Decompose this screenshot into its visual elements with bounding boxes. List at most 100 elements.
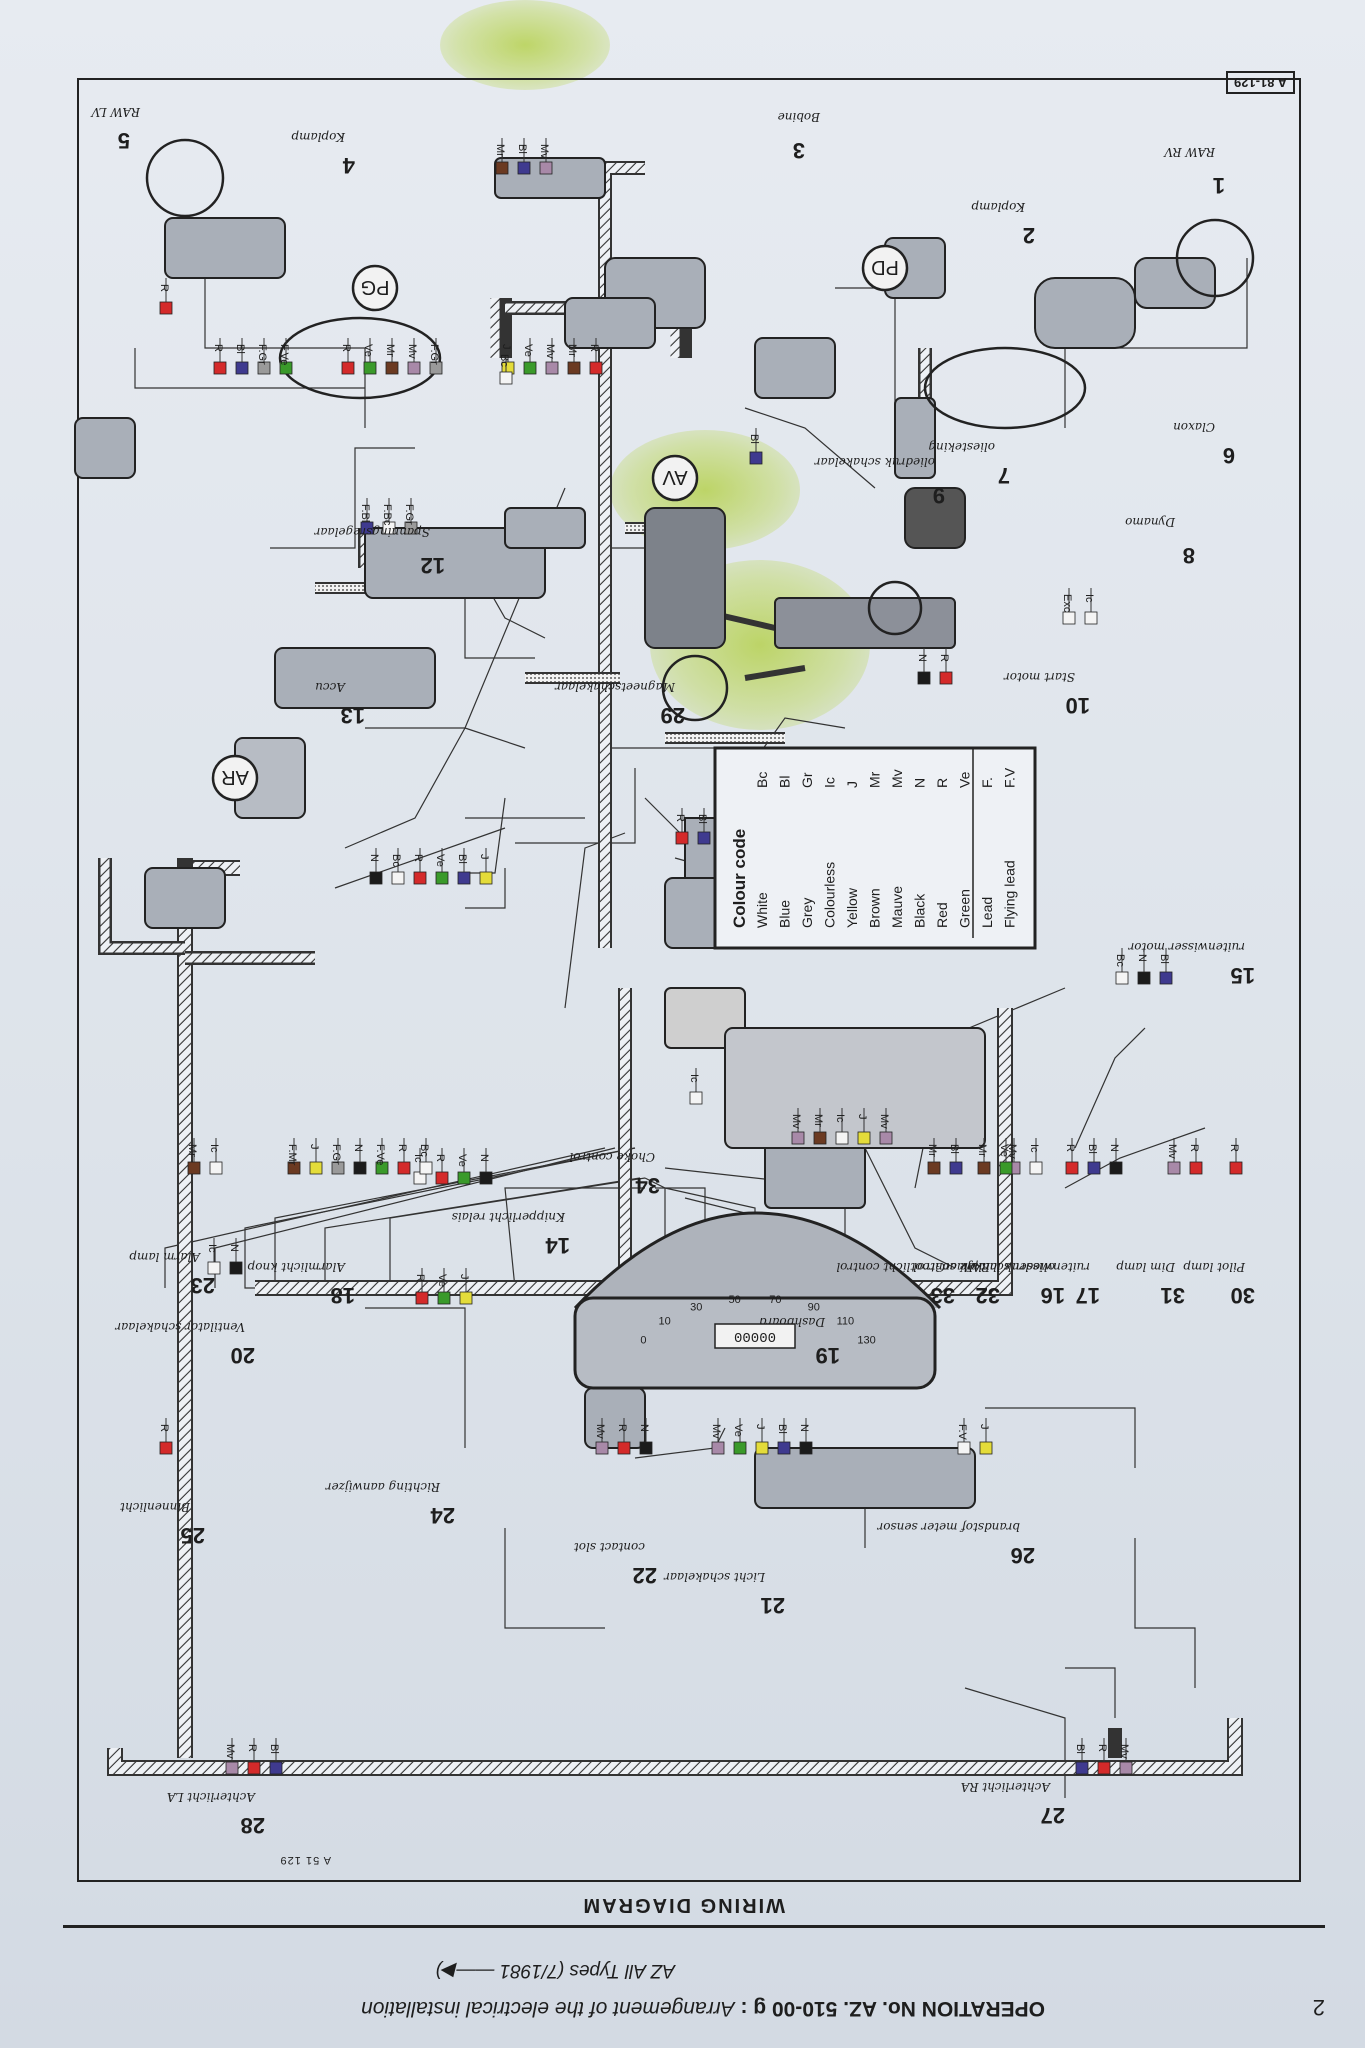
wire-colour-tag xyxy=(879,1131,893,1145)
speedometer-tick-label: 130 xyxy=(857,1335,875,1347)
wire-label: Bl xyxy=(1086,1144,1098,1154)
wire-label: Bc xyxy=(1114,954,1126,967)
wire-colour-tag xyxy=(857,1131,871,1145)
component-label-23: Alarm lamp xyxy=(129,1250,201,1264)
harness-code-pg: PG xyxy=(361,276,390,298)
wire-label: Ve xyxy=(998,1144,1010,1157)
wire-label: Mv xyxy=(878,1114,890,1129)
wire-label: F.Mr xyxy=(286,1144,298,1166)
colour-code-abbrev: Ic xyxy=(822,777,838,788)
component-label-32: RAW control xyxy=(913,1260,991,1274)
wire-colour-tag xyxy=(363,361,377,375)
component-label-26: brandstof meter sensor xyxy=(876,1520,1020,1534)
wire-label: N xyxy=(368,854,380,862)
wire-label: N xyxy=(916,654,928,662)
wire-colour-tag xyxy=(159,1441,173,1455)
component-number-24: 24 xyxy=(430,1503,455,1528)
wire-label: N xyxy=(798,1424,810,1432)
wire-colour-tag xyxy=(159,301,173,315)
wire-label: Mv xyxy=(224,1744,236,1759)
wire-label: Ic xyxy=(412,1154,424,1163)
colour-code-name: Grey xyxy=(799,898,815,928)
wire-label: Bl xyxy=(696,814,708,824)
component-number-21: 21 xyxy=(761,1593,785,1618)
wire-label: J xyxy=(978,1424,990,1430)
component-number-14: 14 xyxy=(545,1233,570,1258)
wire-label: N xyxy=(228,1244,240,1252)
wire-label: N xyxy=(1136,954,1148,962)
wire-label: Mv xyxy=(594,1424,606,1439)
wire-label: J xyxy=(308,1144,320,1150)
colour-code-name: Black xyxy=(912,893,928,928)
wire-label: Ve xyxy=(522,344,534,357)
component-number-28: 28 xyxy=(241,1813,265,1838)
wire-label: J xyxy=(458,1274,470,1280)
harness-code-circle-av xyxy=(651,454,699,502)
wire-label: Ic xyxy=(688,1074,700,1083)
wire-colour-tag xyxy=(1029,1161,1043,1175)
speedometer-tick-label: 10 xyxy=(659,1316,671,1328)
wire-label: Ve xyxy=(732,1424,744,1437)
wire-colour-tag xyxy=(949,1161,963,1175)
component-number-13: 13 xyxy=(341,703,365,728)
wire-colour-tag xyxy=(341,361,355,375)
wire-colour-tag xyxy=(1119,1761,1133,1775)
component-number-20: 20 xyxy=(231,1343,255,1368)
wire-colour-tag xyxy=(1097,1761,1111,1775)
colour-code-abbrev: J xyxy=(844,781,860,788)
wire-colour-tag xyxy=(589,361,603,375)
wire-label: Mr xyxy=(566,344,578,357)
wire-label: F.Ve xyxy=(374,1144,386,1165)
wire-colour-tag xyxy=(917,671,931,685)
component-label-20: Ventilator schakelaar xyxy=(114,1320,245,1334)
wire-label: R xyxy=(212,344,224,352)
wire-colour-tag xyxy=(675,831,689,845)
wire-colour-tag xyxy=(213,361,227,375)
wire-label: Ic xyxy=(834,1114,846,1123)
component-number-30: 30 xyxy=(1231,1283,1255,1308)
wire-colour-tag xyxy=(977,1161,991,1175)
component-label-9: oliedruk schakelaar xyxy=(813,455,935,469)
wire-label: R xyxy=(674,814,686,822)
wire-colour-tag xyxy=(407,361,421,375)
wire-label: J xyxy=(856,1114,868,1120)
colour-code-name: Lead xyxy=(979,897,995,928)
odometer-digits: 00000 xyxy=(734,1331,776,1347)
component-number-8: 8 xyxy=(1183,543,1195,568)
colour-code-name: Red xyxy=(934,902,950,928)
harness-code-ar: AR xyxy=(221,766,249,788)
wire-colour-tag xyxy=(539,161,553,175)
wire-colour-tag xyxy=(229,1261,243,1275)
wire-colour-tag xyxy=(979,1441,993,1455)
component-number-32: 32 xyxy=(976,1283,1000,1308)
wire-colour-tag xyxy=(187,1161,201,1175)
wire-colour-tag xyxy=(459,1291,473,1305)
component-label-24: Richting aanwijzer xyxy=(325,1480,441,1494)
wire-label: Mv xyxy=(790,1114,802,1129)
component-label-25: Binnenlicht xyxy=(120,1500,191,1514)
wire-colour-tag xyxy=(499,371,513,385)
wire-colour-tag xyxy=(1159,971,1173,985)
wire-label: N xyxy=(352,1144,364,1152)
wire-colour-tag xyxy=(689,1091,703,1105)
odometer-box xyxy=(714,1323,796,1349)
wire-label: Bl xyxy=(268,1744,280,1754)
colour-code-name: Blue xyxy=(777,900,793,928)
wire-colour-tag xyxy=(479,1171,493,1185)
wire-colour-tag xyxy=(397,1161,411,1175)
wire-label: Ic xyxy=(1083,594,1095,603)
component-number-26: 26 xyxy=(1011,1543,1035,1568)
wire-label: Mr xyxy=(186,1144,198,1157)
wire-colour-tag xyxy=(369,871,383,885)
component-number-1: 1 xyxy=(1213,173,1225,198)
colour-code-abbrev: Mv xyxy=(889,769,905,788)
wire-colour-tag xyxy=(927,1161,941,1175)
wire-colour-tag xyxy=(1115,971,1129,985)
wire-label: Mr xyxy=(976,1144,988,1157)
wire-label: R xyxy=(588,344,600,352)
wire-label: R xyxy=(434,1154,446,1162)
component-label-18: Alarmlicht knop xyxy=(247,1260,346,1274)
